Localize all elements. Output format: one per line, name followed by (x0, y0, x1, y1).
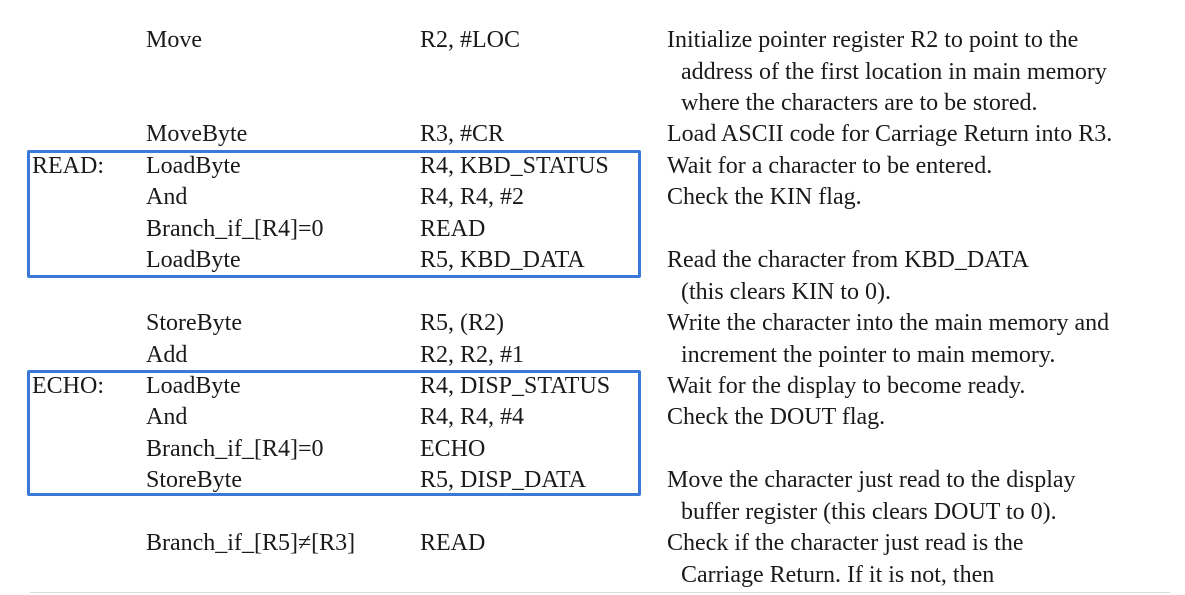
arg-branch-read: READ (420, 216, 486, 242)
op-branch-read: Branch_if_[R4]=0 (146, 216, 324, 242)
arg-add: R2, R2, #1 (420, 342, 525, 368)
op-loadbyte-kbd-data: LoadByte (146, 247, 241, 273)
comment-move-to-display: Move the character just read to the disp… (667, 467, 1076, 493)
comment-read-char: Read the character from KBD_DATA (667, 247, 1029, 273)
comment-move-cont-2: where the characters are to be stored. (681, 90, 1038, 116)
arg-and-kin: R4, R4, #2 (420, 184, 525, 210)
op-loadbyte-kbd-status: LoadByte (146, 153, 241, 179)
comment-move-cont-1: address of the first location in main me… (681, 59, 1107, 85)
comment-read-char-cont: (this clears KIN to 0). (681, 279, 891, 305)
op-branch-not-equal: Branch_if_[R5]≠[R3] (146, 530, 356, 556)
arg-storebyte-disp: R5, DISP_DATA (420, 467, 587, 493)
comment-wait-char: Wait for a character to be entered. (667, 153, 993, 179)
comment-check-cr-cont: Carriage Return. If it is not, then (681, 562, 995, 588)
arg-move: R2, #LOC (420, 27, 521, 53)
arg-branch-not-equal: READ (420, 530, 486, 556)
comment-move-to-display-cont: buffer register (this clears DOUT to 0). (681, 499, 1057, 525)
op-add: Add (146, 342, 188, 368)
op-storebyte-disp: StoreByte (146, 467, 242, 493)
comment-movebyte: Load ASCII code for Carriage Return into… (667, 121, 1113, 147)
echo-loop-highlight (27, 370, 641, 496)
arg-movebyte: R3, #CR (420, 121, 505, 147)
op-branch-echo: Branch_if_[R4]=0 (146, 436, 324, 462)
arg-loadbyte-kbd-data: R5, KBD_DATA (420, 247, 585, 273)
comment-check-dout: Check the DOUT flag. (667, 404, 886, 430)
arg-storebyte-mem: R5, (R2) (420, 310, 504, 336)
arg-loadbyte-kbd-status: R4, KBD_STATUS (420, 153, 609, 179)
comment-wait-display: Wait for the display to become ready. (667, 373, 1026, 399)
bottom-divider (30, 592, 1170, 593)
arg-and-dout: R4, R4, #4 (420, 404, 525, 430)
label-read: READ: (32, 153, 104, 179)
read-loop-highlight (27, 150, 641, 278)
label-echo: ECHO: (32, 373, 104, 399)
op-loadbyte-disp-status: LoadByte (146, 373, 241, 399)
comment-check-cr: Check if the character just read is the (667, 530, 1024, 556)
comment-write-char: Write the character into the main memory… (667, 310, 1110, 336)
arg-loadbyte-disp-status: R4, DISP_STATUS (420, 373, 611, 399)
op-and-kin: And (146, 184, 188, 210)
comment-move: Initialize pointer register R2 to point … (667, 27, 1079, 53)
op-storebyte-mem: StoreByte (146, 310, 242, 336)
op-and-dout: And (146, 404, 188, 430)
op-move: Move (146, 27, 202, 53)
comment-check-kin: Check the KIN flag. (667, 184, 862, 210)
op-movebyte: MoveByte (146, 121, 248, 147)
comment-increment-pointer: increment the pointer to main memory. (681, 342, 1056, 368)
arg-branch-echo: ECHO (420, 436, 486, 462)
